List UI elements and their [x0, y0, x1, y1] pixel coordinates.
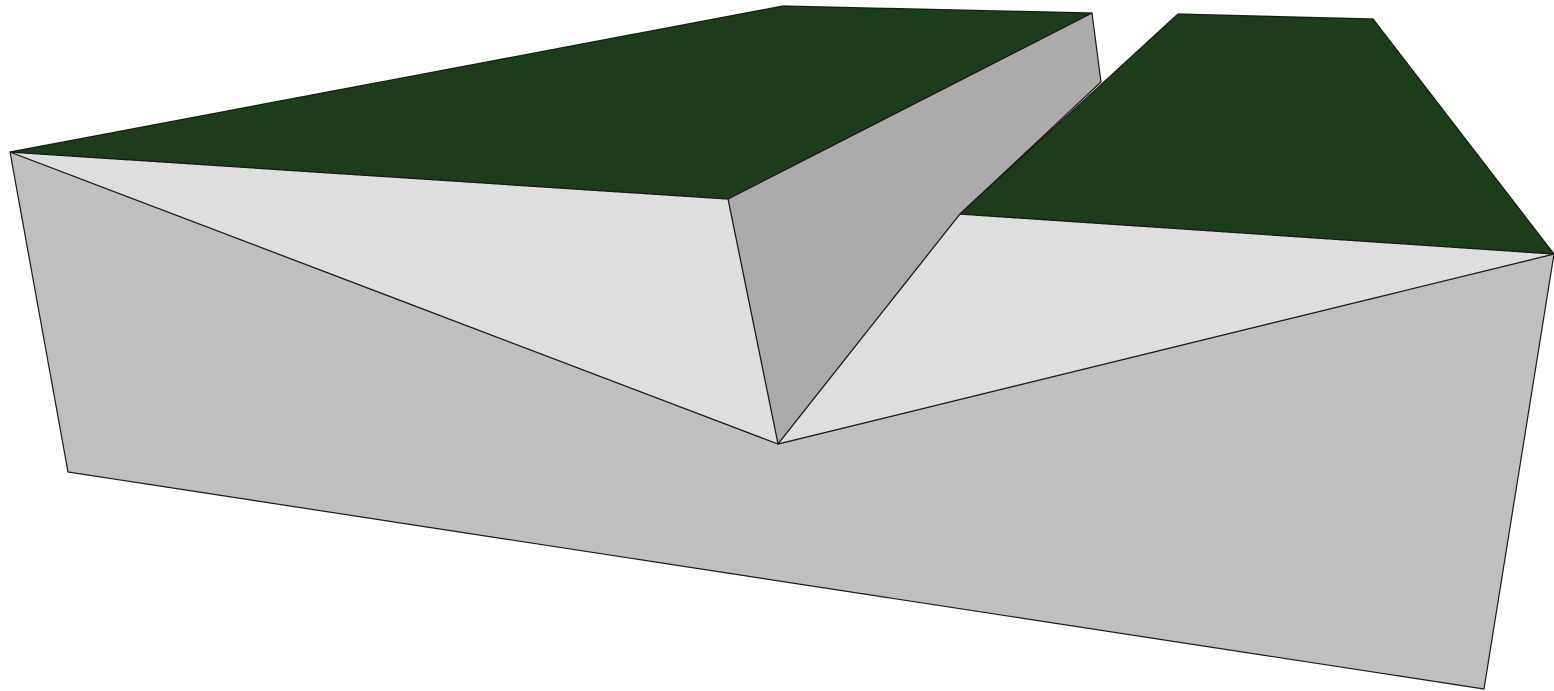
block-diagram	[0, 0, 1554, 691]
diagram-canvas	[0, 0, 1554, 691]
